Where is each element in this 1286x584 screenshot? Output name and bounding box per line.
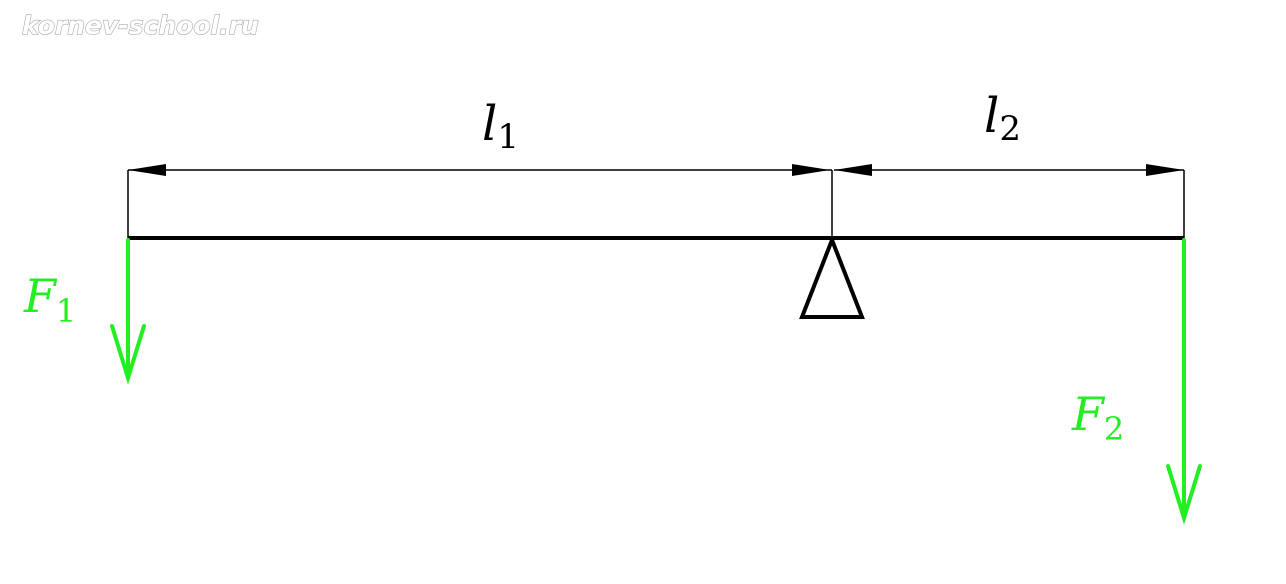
arrowhead-l2-right <box>1146 164 1184 176</box>
label-l2: l2 <box>984 88 1021 149</box>
force-arrow-f2 <box>1166 238 1202 525</box>
dimension-l1 <box>127 164 833 238</box>
label-f1: F1 <box>23 269 76 330</box>
fulcrum-triangle <box>799 234 865 319</box>
arrowhead-l2-left <box>834 164 872 176</box>
force-arrow-f1 <box>110 238 146 385</box>
arrowhead-l1-right <box>792 164 830 176</box>
watermark: kornev-school.ru <box>22 11 259 40</box>
arrowhead-l1-left <box>128 164 166 176</box>
label-f2: F2 <box>1071 387 1124 448</box>
label-l1: l1 <box>482 96 519 157</box>
dimension-l2 <box>834 164 1185 238</box>
